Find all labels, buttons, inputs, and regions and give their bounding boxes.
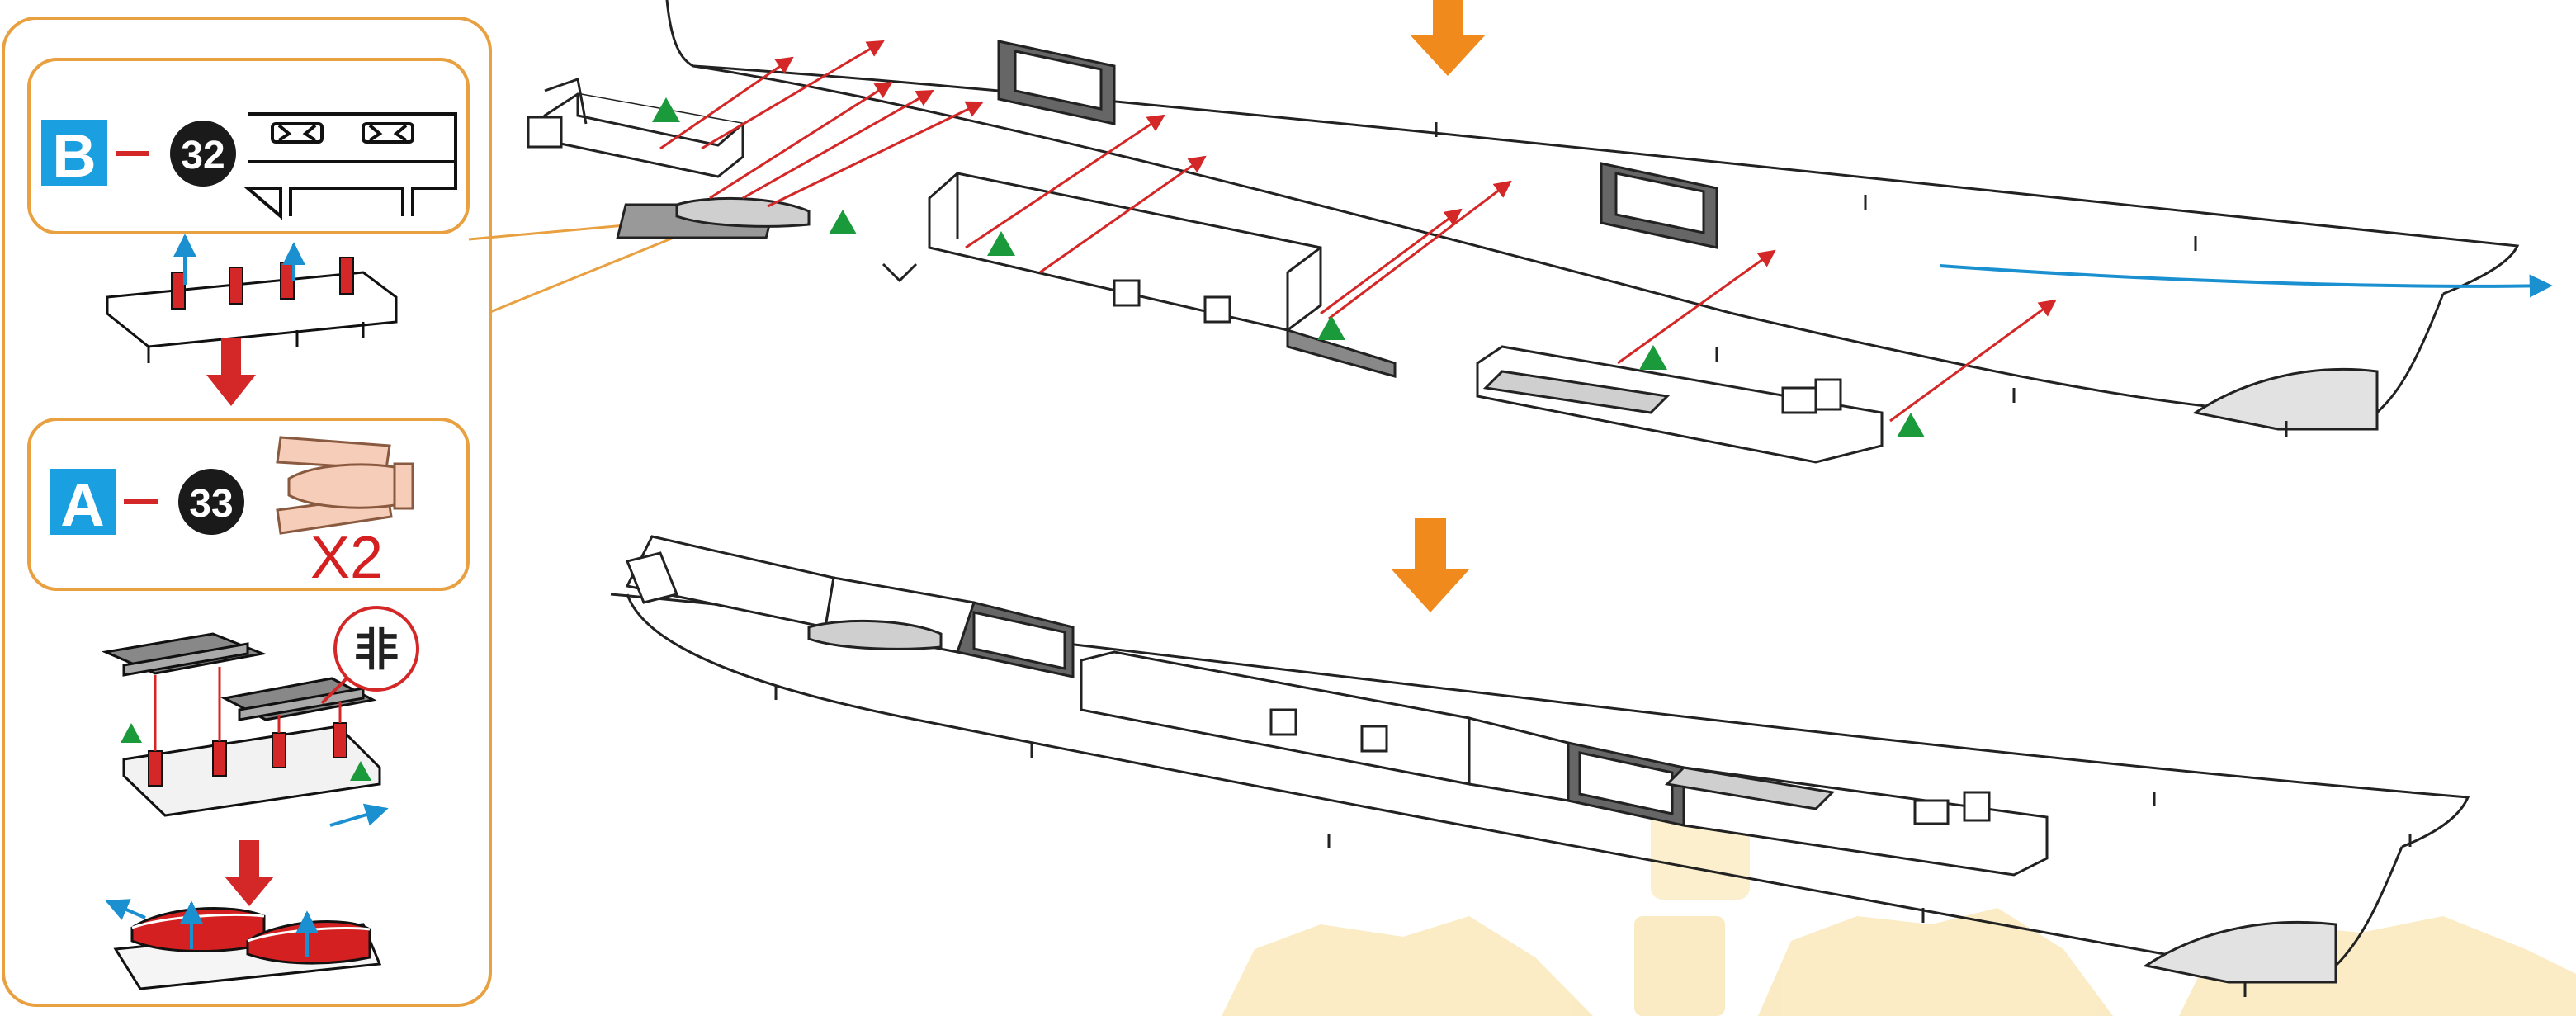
blue-direction-arrow-icon — [1939, 264, 2553, 298]
part-33-drawing — [276, 436, 414, 535]
boat-pair — [675, 196, 811, 228]
sub-step-a33: A 33 X2 — [27, 418, 470, 591]
hull-bow-shade — [2192, 367, 2379, 431]
hull-ticks — [774, 685, 2412, 997]
assembled-boats — [807, 619, 943, 650]
orange-down-arrow-icon — [1392, 518, 1469, 612]
part-number-disc — [170, 121, 236, 187]
part-letter-badge — [41, 120, 107, 186]
red-down-arrow-icon — [206, 338, 256, 406]
hangar-block-2 — [1600, 162, 1718, 249]
part-number: 32 — [181, 134, 225, 177]
glue-point-triangle-icon — [1897, 413, 1925, 437]
part-32-drawing — [243, 112, 457, 220]
quantity-label: X2 — [310, 525, 383, 591]
hull-side — [626, 593, 2403, 967]
cut-mark-symbol-icon — [333, 606, 419, 692]
sub-assembly-panel: B 32 — [2, 17, 727, 1007]
hull-ticks — [1435, 122, 2288, 437]
glue-markers — [652, 97, 1925, 437]
part-number: 33 — [189, 482, 233, 526]
glue-point-triangle-icon — [1639, 345, 1667, 370]
sub-step-b32: B 32 — [27, 58, 470, 234]
hull-bow-shade — [2143, 920, 2337, 984]
glue-point-triangle-icon — [652, 97, 680, 122]
forward-module — [1476, 345, 1884, 464]
part-letter: A — [60, 470, 104, 539]
midship-module — [882, 172, 1397, 378]
glue-point-triangle-icon — [350, 761, 371, 781]
glue-point-triangle-icon — [829, 210, 857, 234]
red-down-arrow-icon — [225, 840, 274, 906]
a33-placement-sketch: 非 — [101, 606, 419, 827]
orange-down-arrow-icon — [1410, 0, 1486, 76]
part-letter: B — [52, 121, 96, 190]
assembly-guide-arrows — [659, 40, 2057, 423]
part-letter-badge — [50, 469, 116, 535]
assembled-superstructure — [625, 535, 2049, 877]
glue-point-triangle-icon — [121, 723, 142, 743]
part-number-disc — [178, 469, 244, 535]
glue-point-triangle-icon — [987, 231, 1015, 256]
callout-symbol: 非 — [354, 624, 399, 676]
upper-hull — [527, 0, 2553, 464]
assembled-hull — [610, 535, 2470, 997]
glue-point-triangle-icon — [1317, 315, 1345, 340]
hangar-block-1 — [997, 40, 1116, 125]
b32-placement-sketch — [106, 234, 398, 363]
blue-direction-arrow-icon — [329, 803, 389, 827]
finished-boats — [105, 899, 382, 990]
